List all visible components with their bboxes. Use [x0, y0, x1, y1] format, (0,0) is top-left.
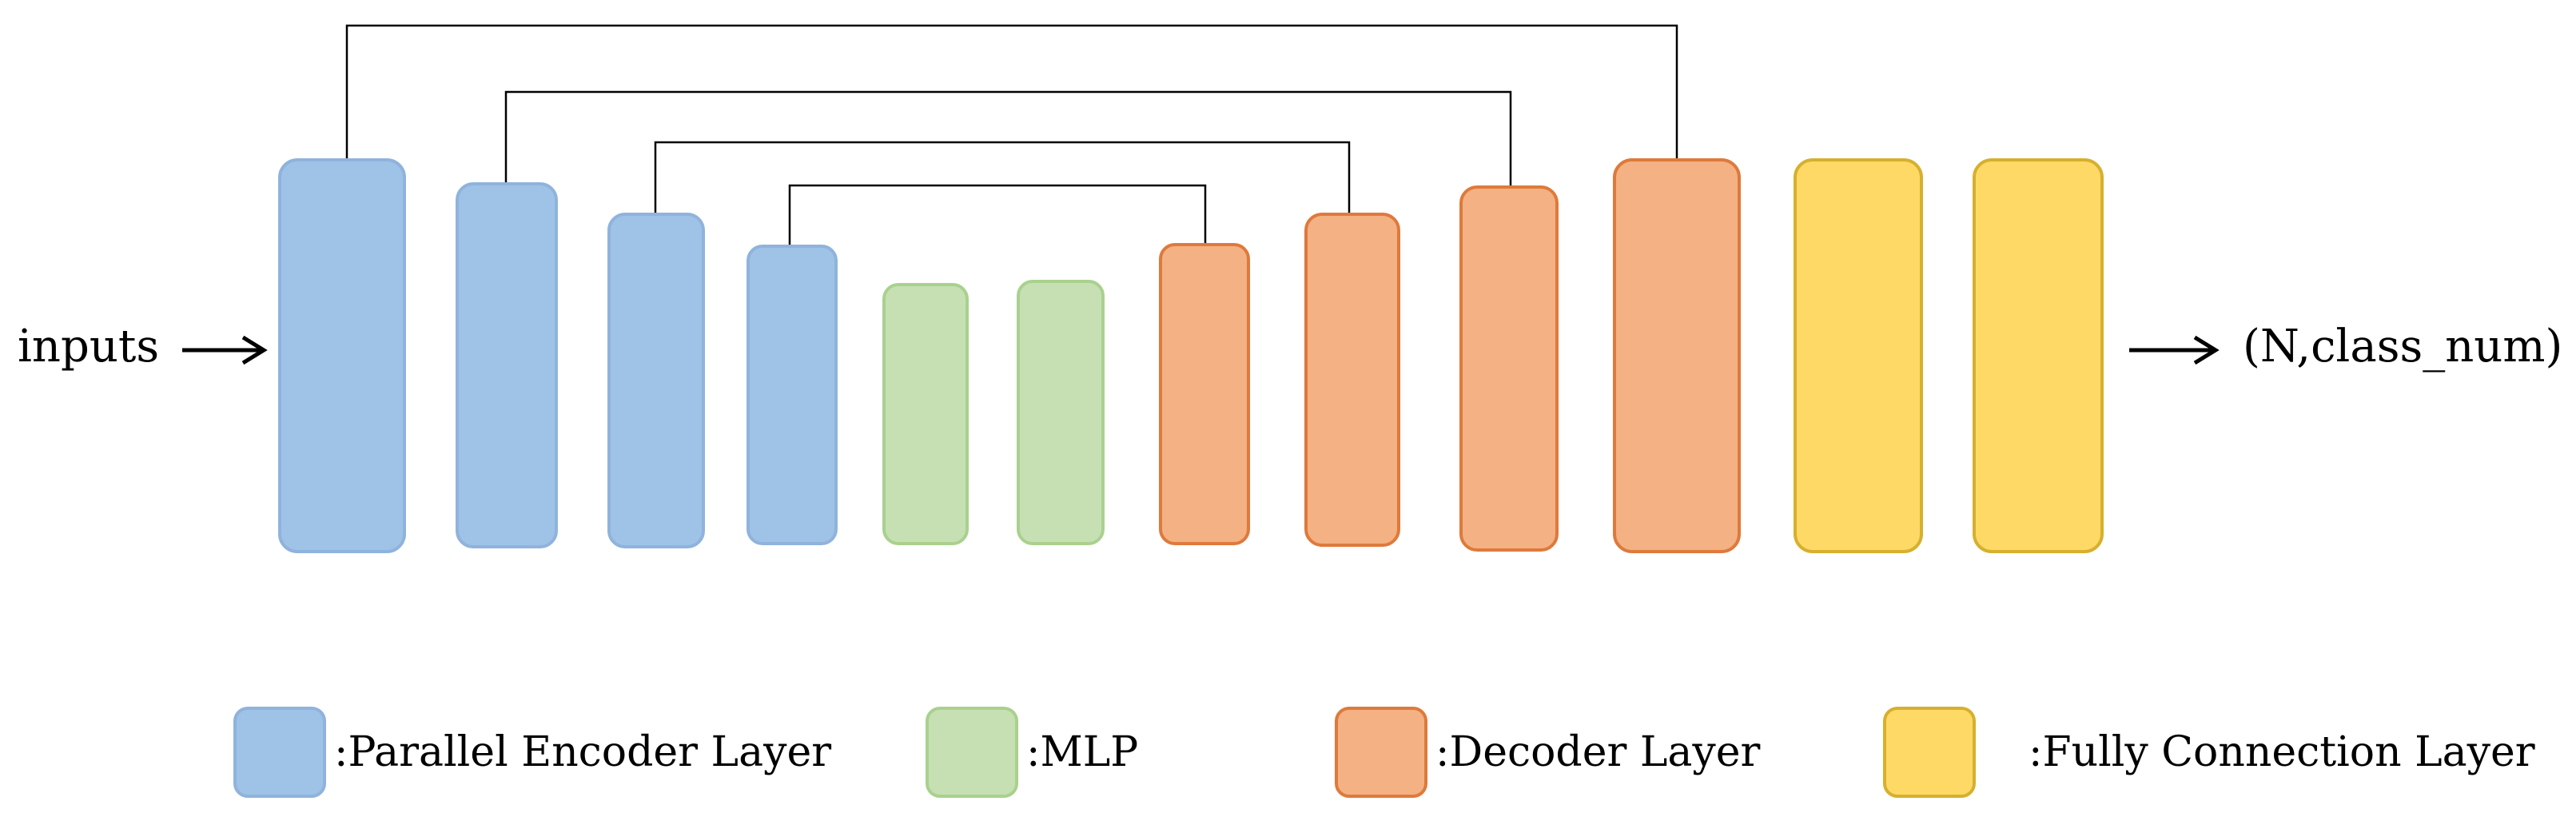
legend-item-encoder: :Parallel Encoder Layer [233, 707, 831, 798]
fc-layer-block [1973, 158, 2104, 553]
decoder-layer-block [1613, 158, 1741, 553]
skip-connection-2 [504, 90, 1512, 187]
legend-label-fc: :Fully Connection Layer [2029, 728, 2535, 776]
encoder-legend-swatch [233, 707, 326, 798]
encoder-layer-block [747, 245, 838, 545]
legend: :Parallel Encoder Layer :MLP :Decoder La… [233, 707, 2535, 798]
encoder-layer-block [456, 182, 558, 548]
skip-connection-4 [788, 184, 1207, 246]
legend-label-decoder: :Decoder Layer [1435, 728, 1761, 776]
decoder-layer-block [1159, 243, 1250, 545]
legend-label-encoder: :Parallel Encoder Layer [334, 728, 831, 776]
mlp-legend-swatch [926, 707, 1018, 798]
skip-connection-3 [654, 141, 1351, 214]
decoder-legend-swatch [1335, 707, 1427, 798]
mlp-layer-block [882, 283, 969, 545]
legend-item-fc: :Fully Connection Layer [1883, 707, 2535, 798]
mlp-layer-block [1017, 280, 1105, 545]
output-arrow-icon [2129, 335, 2220, 365]
encoder-layer-block [278, 158, 406, 553]
skip-connections [345, 24, 1678, 246]
output-label: (N,class_num) [2243, 321, 2562, 373]
fc-legend-swatch [1883, 707, 1976, 798]
skip-connection-1 [345, 24, 1678, 160]
input-label: inputs [18, 321, 159, 373]
fc-layer-block [1794, 158, 1923, 553]
decoder-layer-block [1459, 185, 1559, 552]
decoder-layer-block [1304, 213, 1400, 547]
legend-item-mlp: :MLP [926, 707, 1138, 798]
encoder-layer-block [607, 213, 705, 548]
input-arrow-icon [182, 335, 268, 365]
legend-label-mlp: :MLP [1026, 728, 1138, 776]
legend-item-decoder: :Decoder Layer [1335, 707, 1761, 798]
layer-stack [278, 158, 2104, 553]
